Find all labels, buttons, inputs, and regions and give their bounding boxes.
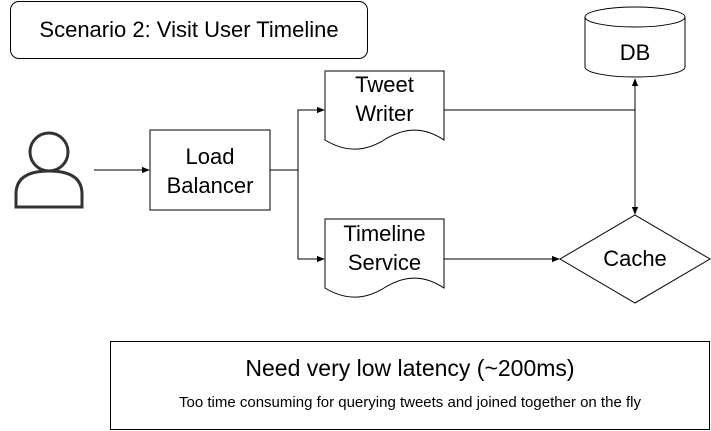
edge-lb-to-timeline-service: [297, 170, 325, 263]
latency-note-title: Need very low latency (~200ms): [245, 355, 575, 381]
cache-label: Cache: [603, 246, 667, 271]
timeline-service-line1: Timeline: [343, 221, 426, 246]
tweet-writer-line1: Tweet: [355, 72, 414, 97]
tweet-writer-shape: [324, 70, 445, 150]
load-balancer-label: Load Balancer: [150, 142, 270, 200]
load-balancer-line1: Load: [185, 144, 235, 169]
tweet-writer-label: Tweet Writer: [325, 70, 444, 128]
tweet-writer-line2: Writer: [355, 101, 414, 126]
timeline-service-line2: Service: [347, 250, 422, 275]
scenario-title-box: Scenario 2: Visit User Timeline: [10, 1, 368, 59]
edge-tweet-writer-to-db: [444, 78, 639, 111]
latency-note-box: Need very low latency (~200ms) Too time …: [110, 341, 710, 430]
timeline-service-label: Timeline Service: [325, 219, 444, 277]
db-label: DB: [619, 40, 651, 65]
cache-diamond: [559, 214, 711, 304]
timeline-service-shape: [324, 218, 445, 298]
user-icon: [14, 131, 84, 209]
db-cylinder: [584, 6, 686, 78]
load-balancer-line2: Balancer: [166, 173, 254, 198]
latency-note-detail: Too time consuming for querying tweets a…: [179, 394, 641, 411]
scenario-title: Scenario 2: Visit User Timeline: [39, 17, 339, 42]
edge-lb-to-tweet-writer: [270, 106, 325, 171]
load-balancer-box: [149, 129, 271, 211]
